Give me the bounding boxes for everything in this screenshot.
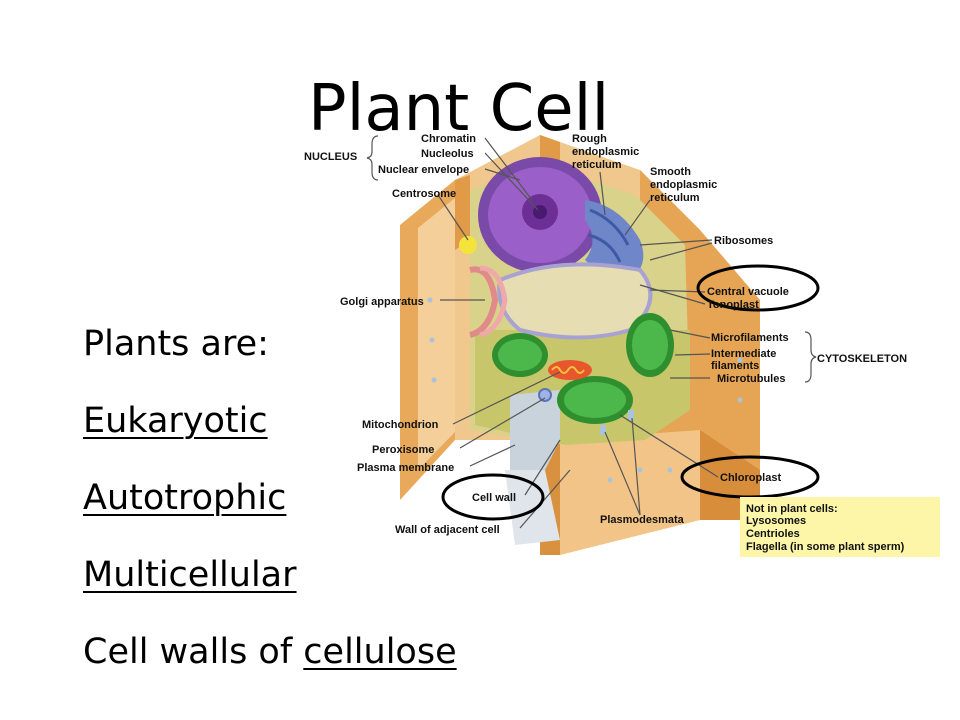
trait-multicellular: Multicellular: [83, 555, 297, 595]
label-microfilaments: Microfilaments: [711, 332, 789, 344]
chloroplast-shapes: [492, 313, 674, 424]
page-title: Plant Cell: [308, 72, 610, 146]
label-intermediate-2: filaments: [711, 360, 759, 372]
mitochondrion-shape: [548, 360, 592, 380]
note-line-1: Not in plant cells:: [746, 503, 838, 515]
label-smooth-er-1: Smooth: [650, 166, 691, 178]
peroxisome-shape: [538, 388, 552, 402]
label-golgi: Golgi apparatus: [340, 296, 424, 308]
note-line-4: Flagella (in some plant sperm): [746, 541, 905, 553]
label-rough-er-2: endoplasmic: [572, 146, 639, 158]
rough-er-shape: [585, 200, 644, 280]
centrosome-shape: [459, 236, 477, 254]
list-intro: Plants are:: [83, 324, 269, 364]
golgi-shape: [469, 265, 508, 338]
leader-lines: [437, 137, 719, 529]
label-smooth-er-2: endoplasmic: [650, 179, 717, 191]
adjacent-cell: [510, 390, 560, 470]
label-chromatin: Chromatin: [421, 133, 476, 145]
label-cell-wall: Cell wall: [472, 492, 516, 504]
note-line-2: Lysosomes: [746, 515, 806, 527]
label-microtubules: Microtubules: [717, 373, 785, 385]
trait-autotrophic: Autotrophic: [83, 478, 287, 518]
label-smooth-er-3: reticulum: [650, 192, 700, 204]
label-wall-adjacent: Wall of adjacent cell: [395, 524, 500, 536]
label-peroxisome: Peroxisome: [372, 444, 434, 456]
label-intermediate-1: Intermediate: [711, 348, 776, 360]
label-chloroplast: Chloroplast: [720, 472, 781, 484]
central-vacuole-shape: [497, 262, 653, 340]
plasmodesmata-marks: [427, 297, 743, 483]
note-line-3: Centrioles: [746, 528, 800, 540]
note-box: [740, 497, 940, 557]
cytoskeleton-bracket: [804, 331, 817, 383]
label-rough-er-1: Rough: [572, 133, 607, 145]
nucleus-bracket: [366, 135, 379, 181]
trait-eukaryotic: Eukaryotic: [83, 401, 268, 441]
label-plasmodesmata: Plasmodesmata: [600, 514, 685, 526]
label-plasma-membrane: Plasma membrane: [357, 462, 454, 474]
trait-cellulose: cellulose: [303, 632, 457, 672]
label-nucleus-group: NUCLEUS: [304, 151, 357, 163]
label-ribosomes: Ribosomes: [714, 235, 773, 247]
trait-cell-walls: Cell walls of cellulose: [83, 632, 457, 672]
label-centrosome: Centrosome: [392, 188, 456, 200]
label-central-vacuole: Central vacuole: [707, 286, 789, 298]
label-nucleolus: Nucleolus: [421, 148, 474, 160]
label-nuclear-envelope: Nuclear envelope: [378, 164, 469, 176]
label-rough-er-3: reticulum: [572, 159, 622, 171]
label-tonoplast: Tonoplast: [707, 299, 759, 311]
cell-wall-highlight: [441, 473, 545, 521]
trait-cell-walls-prefix: Cell walls of: [83, 632, 304, 672]
label-cytoskeleton: CYTOSKELETON: [817, 353, 907, 365]
central-vacuole-highlight: [696, 264, 820, 312]
label-mitochondrion: Mitochondrion: [362, 419, 439, 431]
nucleus-shape: [478, 157, 602, 273]
